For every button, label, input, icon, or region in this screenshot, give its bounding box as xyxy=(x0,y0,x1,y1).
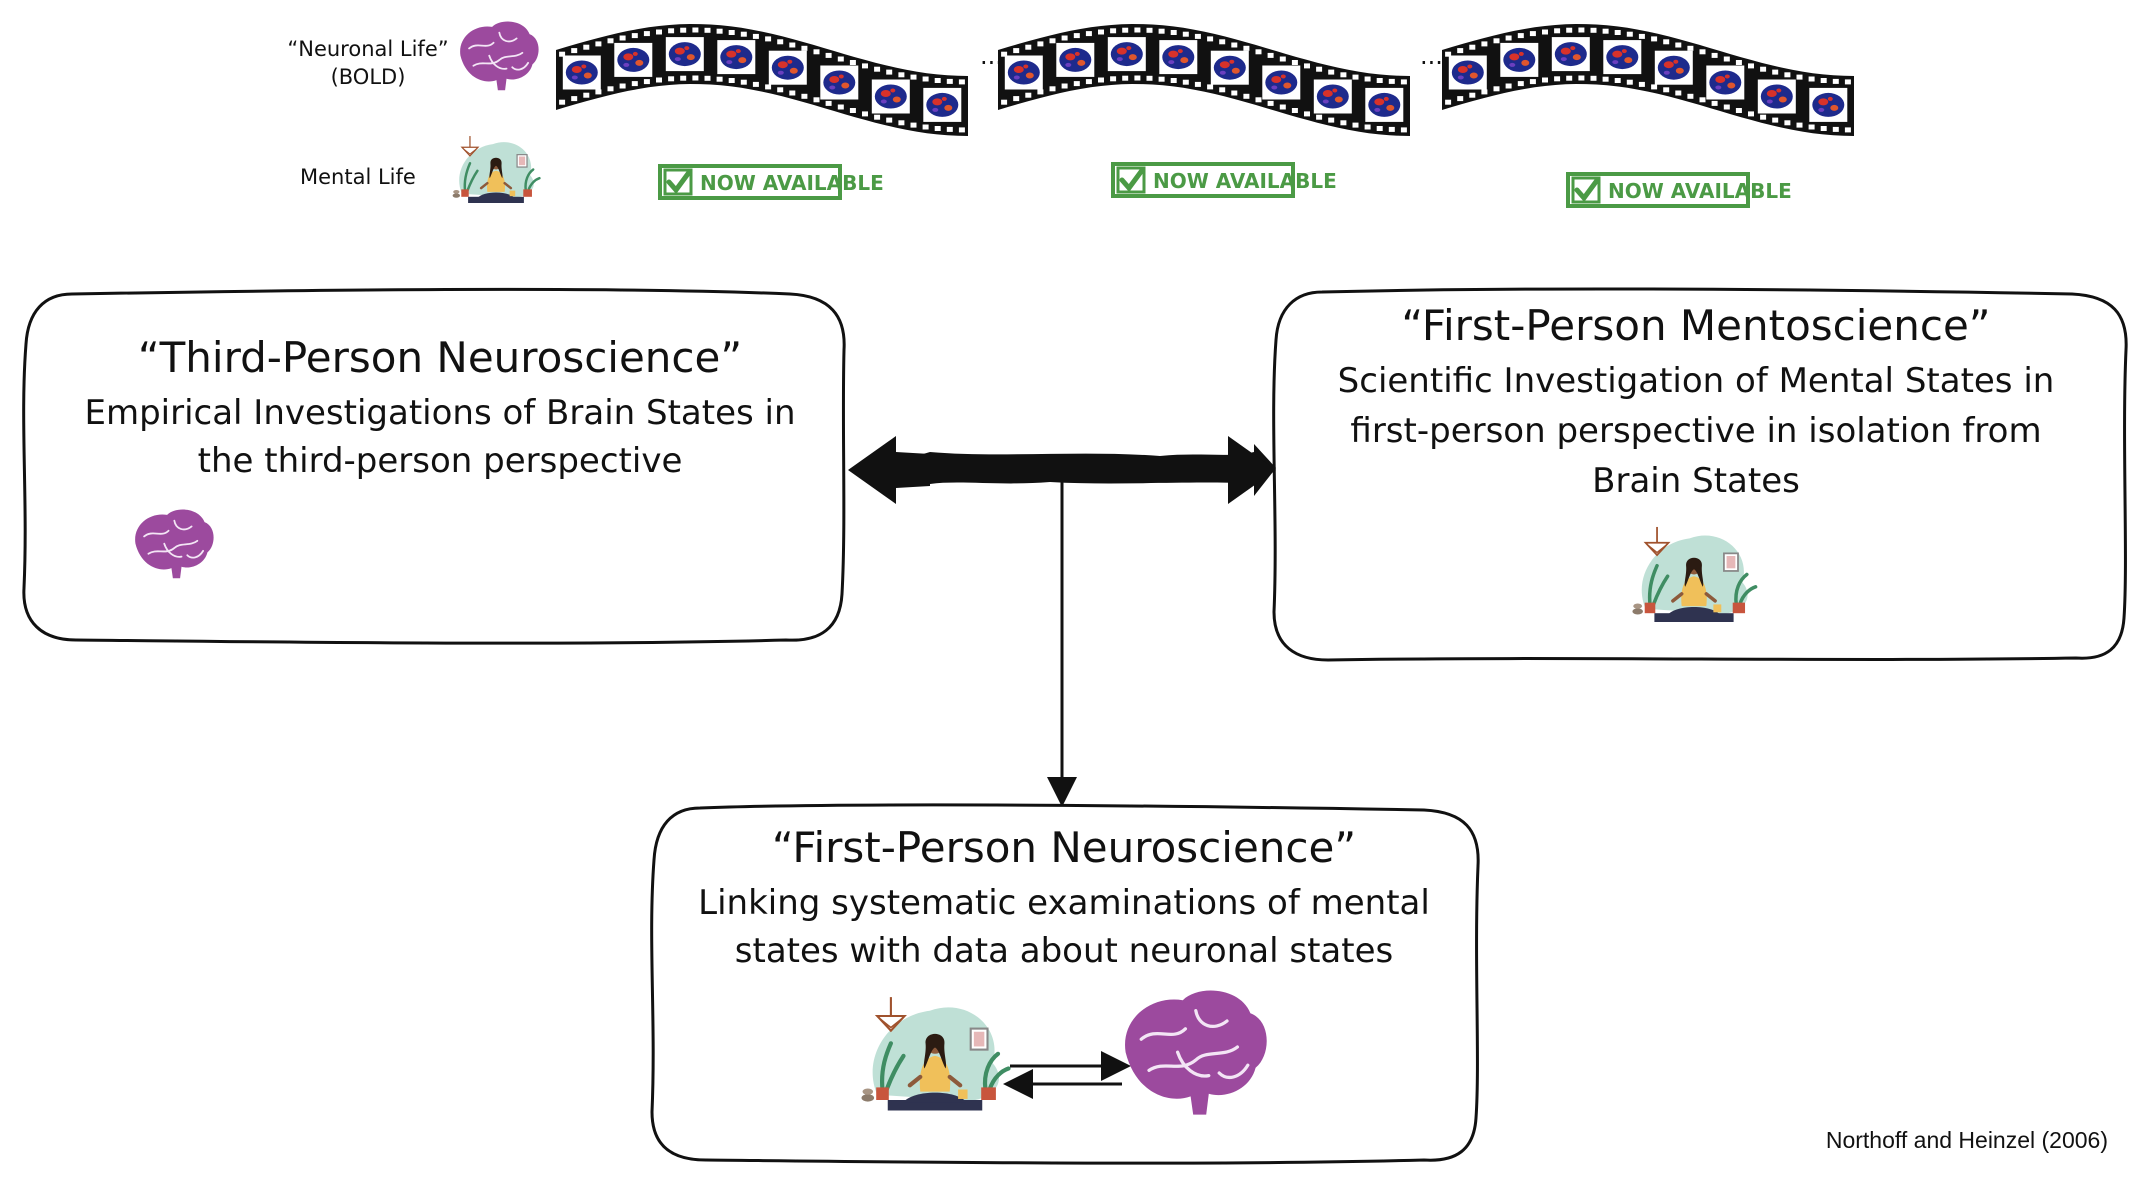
film-frame xyxy=(1706,65,1745,100)
first-person-mento-line-1: Scientific Investigation of Mental State… xyxy=(1338,361,2055,401)
film-frame xyxy=(1159,40,1198,75)
film-frame xyxy=(1757,79,1796,114)
film-frame xyxy=(1004,55,1043,90)
svg-text:NOW AVAILABLE: NOW AVAILABLE xyxy=(700,171,884,195)
film-frame xyxy=(871,79,910,114)
film-frame xyxy=(820,65,859,100)
film-frame xyxy=(1500,42,1539,77)
film-frame xyxy=(717,40,756,75)
third-person-line-2: the third-person perspective xyxy=(198,441,683,481)
film-frame xyxy=(1107,37,1146,72)
bold-label: (BOLD) xyxy=(331,65,406,89)
mental-life-label: Mental Life xyxy=(300,165,416,189)
citation: Northoff and Heinzel (2006) xyxy=(1825,1127,2108,1153)
film-frame xyxy=(923,87,962,122)
svg-text:NOW AVAILABLE: NOW AVAILABLE xyxy=(1608,179,1792,203)
film-frame xyxy=(1551,37,1590,72)
third-person-neuroscience-box: “Third-Person Neuroscience” Empirical In… xyxy=(22,287,846,645)
third-person-title: “Third-Person Neuroscience” xyxy=(138,333,742,382)
neuronal-life-label: “Neuronal Life” xyxy=(287,37,448,61)
film-frame xyxy=(614,42,653,77)
film-frame xyxy=(1448,55,1487,90)
first-person-neuro-line-2: states with data about neuronal states xyxy=(735,931,1393,971)
film-frame xyxy=(1313,79,1352,114)
first-person-neuro-line-1: Linking systematic examinations of menta… xyxy=(698,883,1430,923)
first-person-mentoscience-box: “First-Person Mentoscience” Scientific I… xyxy=(1272,287,2128,662)
ellipsis-2: ... xyxy=(1420,42,1443,70)
first-person-neuroscience-box: “First-Person Neuroscience” Linking syst… xyxy=(650,803,1480,1165)
film-frame xyxy=(1056,42,1095,77)
now-available-badge-2: NOW AVAILABLE xyxy=(1113,164,1337,196)
film-frame xyxy=(1603,40,1642,75)
film-frame xyxy=(1809,87,1848,122)
film-frame xyxy=(1210,50,1249,85)
double-arrow-icon xyxy=(848,436,1276,504)
first-person-neuro-title: “First-Person Neuroscience” xyxy=(772,823,1356,872)
ellipsis-1: ... xyxy=(980,42,1003,70)
third-person-line-1: Empirical Investigations of Brain States… xyxy=(84,393,795,433)
meditation-icon xyxy=(451,134,541,205)
now-available-badge-3: NOW AVAILABLE xyxy=(1568,174,1792,206)
first-person-mento-title: “First-Person Mentoscience” xyxy=(1401,301,1990,350)
film-frame xyxy=(562,55,601,90)
film-frame xyxy=(1654,50,1693,85)
now-available-badge-1: NOW AVAILABLE xyxy=(660,166,884,198)
first-person-mento-line-2: first-person perspective in isolation fr… xyxy=(1350,411,2041,451)
film-frame xyxy=(1365,87,1404,122)
filmstrip xyxy=(1442,24,1854,136)
brain-icon xyxy=(459,20,540,92)
filmstrip xyxy=(998,24,1410,136)
film-frame xyxy=(665,37,704,72)
first-person-mento-line-3: Brain States xyxy=(1592,461,1800,501)
film-frame xyxy=(768,50,807,85)
svg-text:NOW AVAILABLE: NOW AVAILABLE xyxy=(1153,169,1337,193)
filmstrip xyxy=(556,24,968,136)
film-frame xyxy=(1262,65,1301,100)
